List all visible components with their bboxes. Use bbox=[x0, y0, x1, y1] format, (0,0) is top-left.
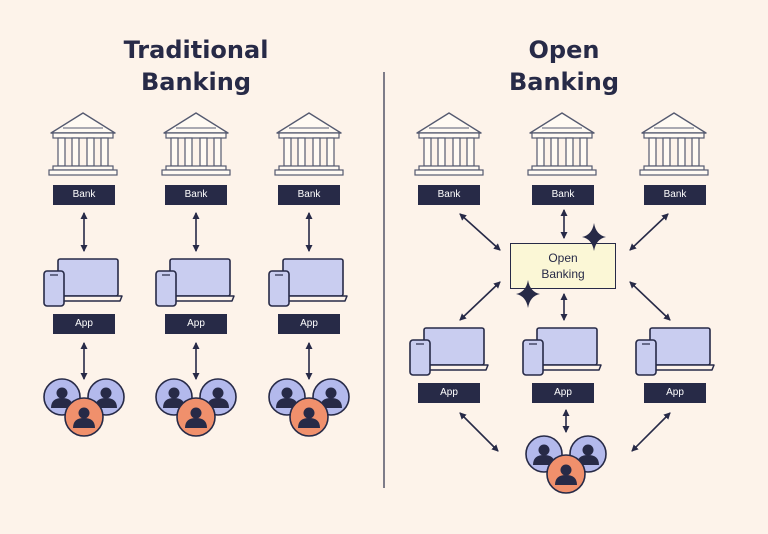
laptop-phone-icon bbox=[635, 327, 715, 376]
bank-icon bbox=[527, 112, 597, 176]
bank-icon bbox=[48, 112, 118, 176]
hub-label-line2: Banking bbox=[541, 267, 585, 281]
users-group-icon bbox=[44, 379, 124, 436]
double-arrow-icon bbox=[631, 412, 671, 452]
users-group-icon bbox=[269, 379, 349, 436]
double-arrow-icon bbox=[629, 213, 669, 251]
app-label: App bbox=[53, 314, 115, 334]
double-arrow-icon bbox=[629, 281, 671, 321]
bank-label: Bank bbox=[53, 185, 115, 205]
bank-label: Bank bbox=[165, 185, 227, 205]
bank-icon bbox=[639, 112, 709, 176]
hub-label-line1: Open bbox=[548, 251, 578, 265]
bank-label: Bank bbox=[418, 185, 480, 205]
laptop-phone-icon bbox=[43, 258, 123, 307]
users-group-icon bbox=[526, 436, 606, 493]
app-label: App bbox=[418, 383, 480, 403]
app-label: App bbox=[532, 383, 594, 403]
laptop-phone-icon bbox=[522, 327, 602, 376]
bank-label: Bank bbox=[278, 185, 340, 205]
app-label: App bbox=[644, 383, 706, 403]
laptop-phone-icon bbox=[155, 258, 235, 307]
open-banking-title: Open Banking bbox=[508, 36, 620, 96]
app-label: App bbox=[165, 314, 227, 334]
double-arrow-icon bbox=[459, 213, 501, 251]
bank-icon bbox=[161, 112, 231, 176]
open-banking-hub: Open Banking bbox=[510, 243, 616, 289]
bank-icon bbox=[414, 112, 484, 176]
laptop-phone-icon bbox=[409, 327, 489, 376]
laptop-phone-icon bbox=[268, 258, 348, 307]
traditional-banking-title: Traditional Banking bbox=[123, 36, 269, 96]
users-group-icon bbox=[156, 379, 236, 436]
bank-label: Bank bbox=[532, 185, 594, 205]
bank-label: Bank bbox=[644, 185, 706, 205]
double-arrow-icon bbox=[459, 412, 499, 452]
app-label: App bbox=[278, 314, 340, 334]
bank-icon bbox=[274, 112, 344, 176]
double-arrow-icon bbox=[459, 281, 501, 321]
